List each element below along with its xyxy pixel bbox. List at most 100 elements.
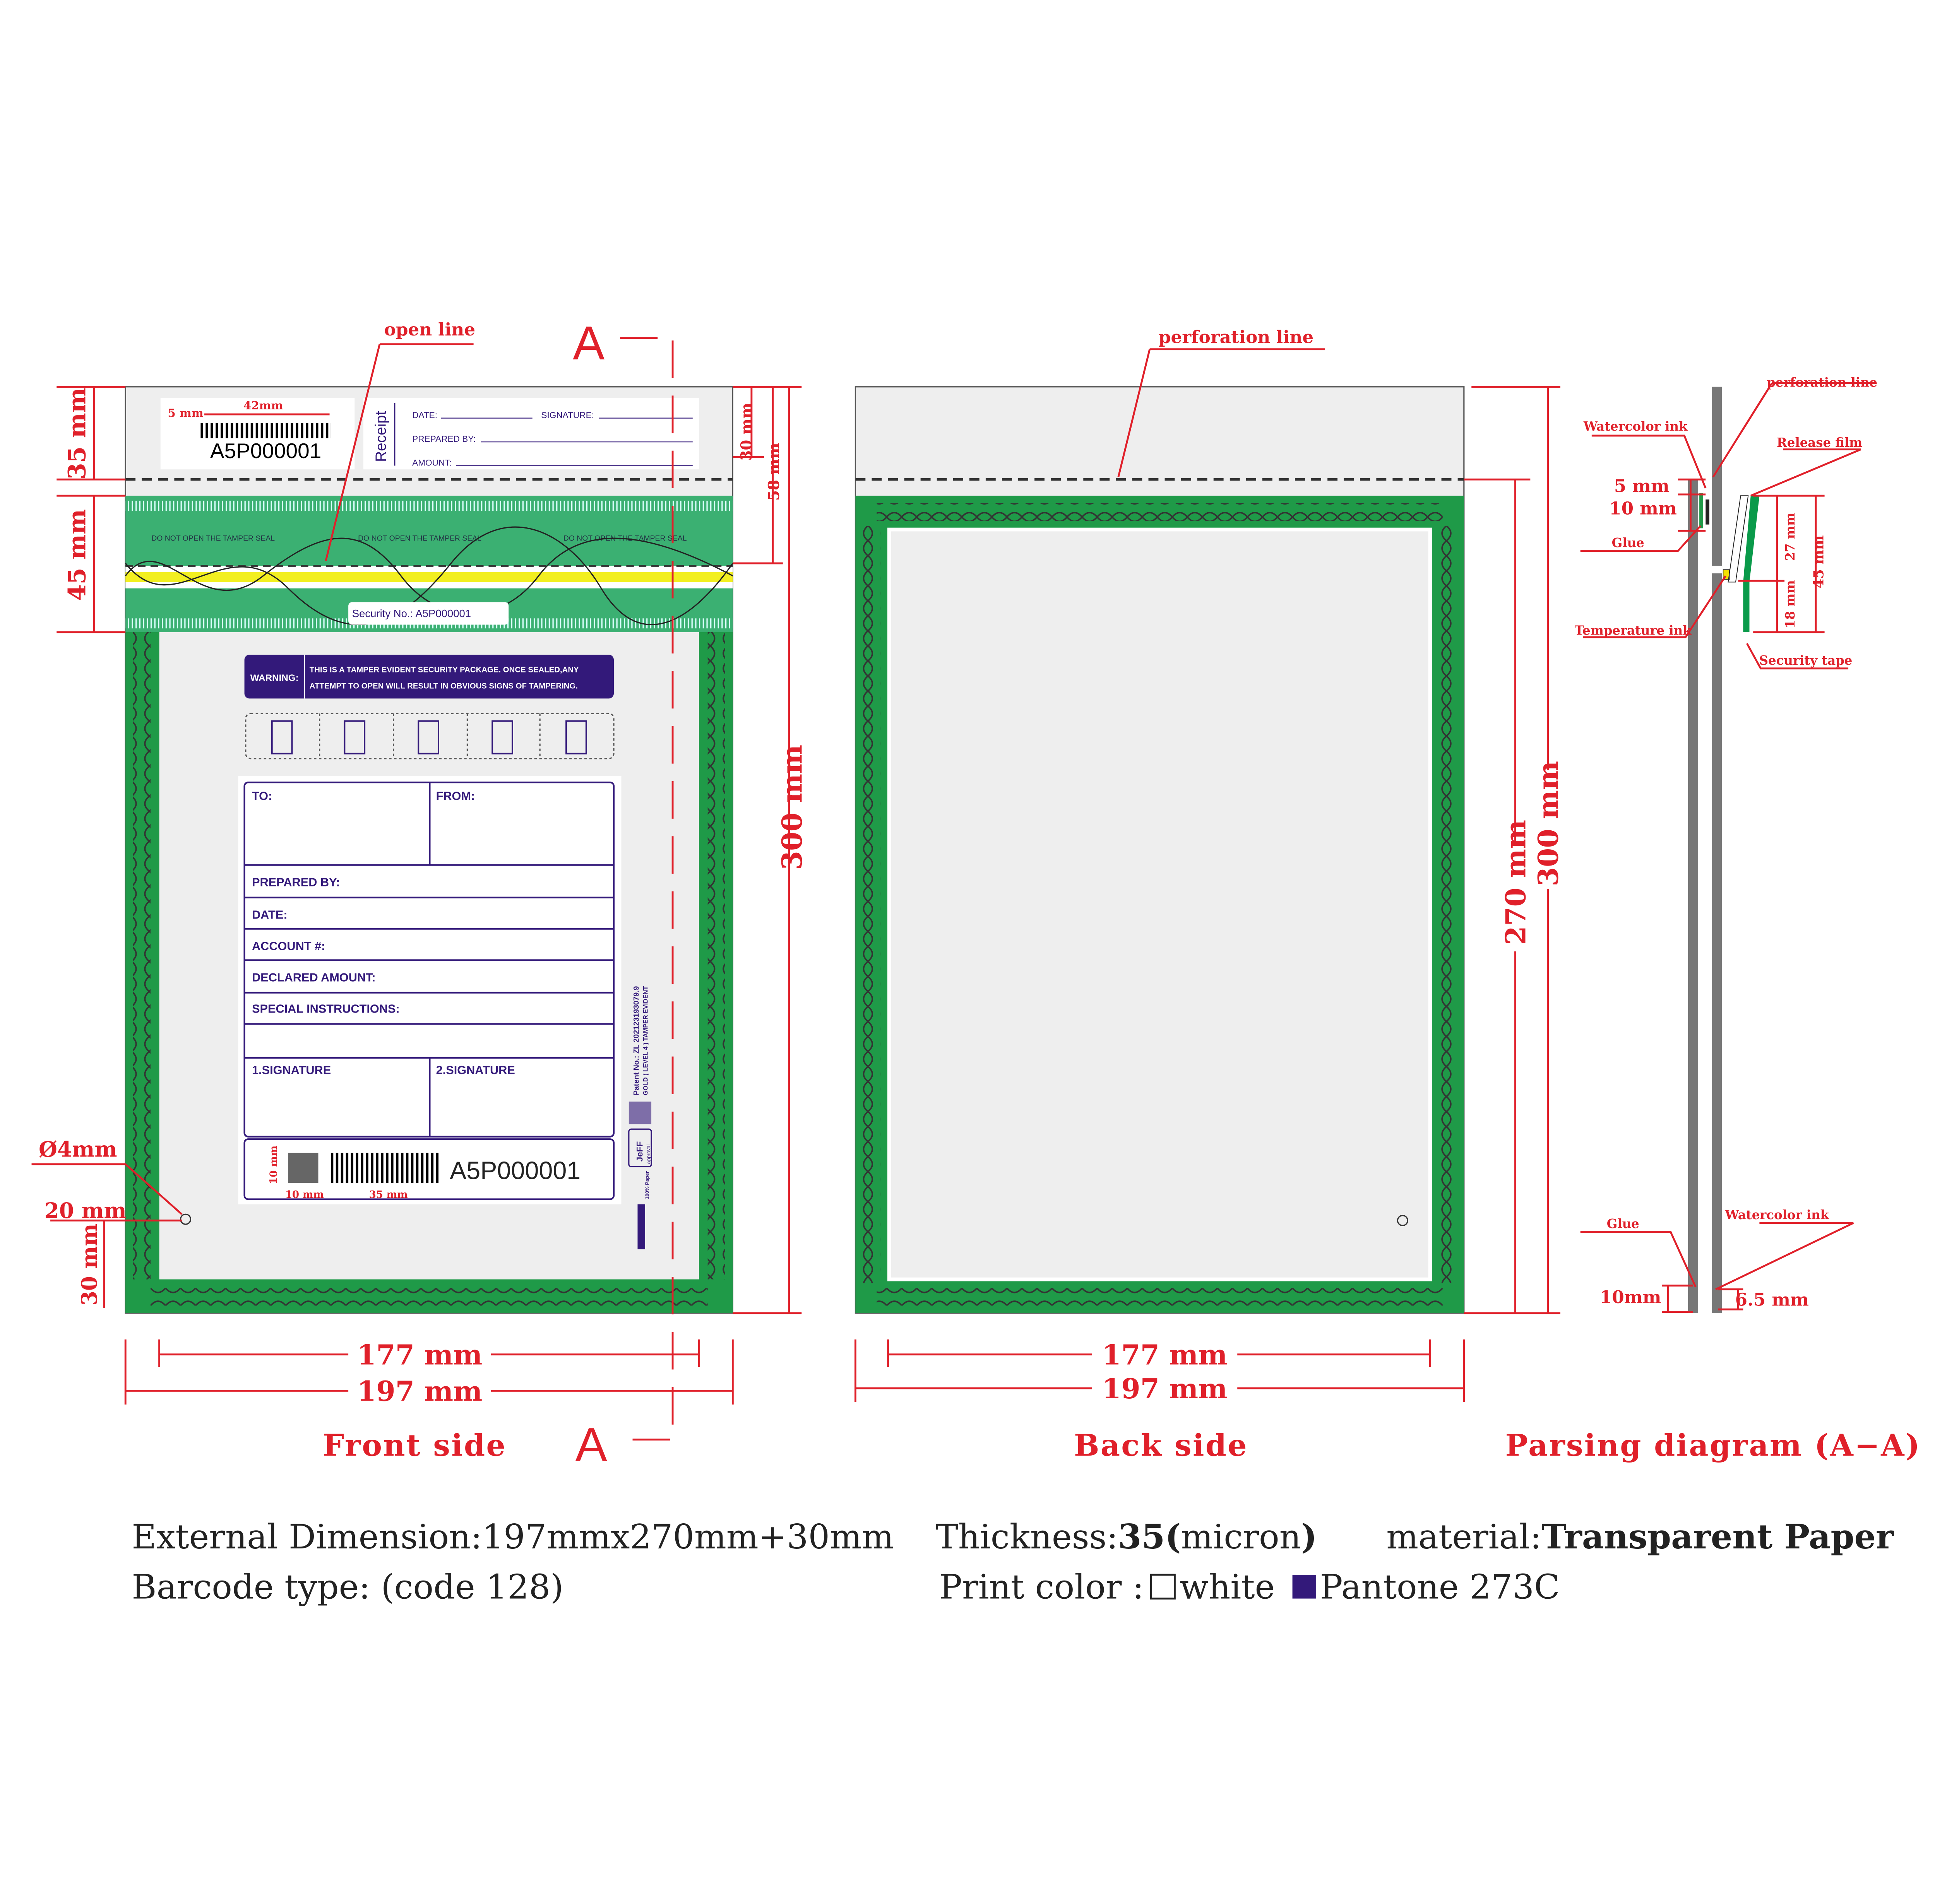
- warning-line-2: ATTEMPT TO OPEN WILL RESULT IN OBVIOUS S…: [310, 682, 578, 690]
- dim-10mm-v: 10 mm: [268, 1146, 280, 1184]
- special-instructions-field: SPECIAL INSTRUCTIONS:: [252, 1002, 400, 1015]
- dim-30mm-bottom: 30 mm: [77, 1223, 102, 1305]
- paper-text: 100% Paper: [644, 1171, 650, 1199]
- insert-step-icon: [344, 720, 366, 754]
- dim-20mm: 20 mm: [45, 1198, 127, 1223]
- receipt-form: [363, 398, 699, 470]
- jeff-logo: [628, 1128, 652, 1167]
- dim-177mm-back: 177 mm: [1102, 1339, 1228, 1371]
- dim-27mm: 27 mm: [1783, 513, 1798, 561]
- receipt-prepared-label: PREPARED BY:: [412, 434, 476, 444]
- thickness-value: 35(: [1118, 1517, 1181, 1557]
- back-side-title: Back side: [1074, 1428, 1248, 1463]
- guilloche-wave: [125, 537, 733, 614]
- back-perforation-label: perforation line: [1159, 326, 1313, 347]
- dim-35mm: 35 mm: [369, 1189, 408, 1201]
- color-bar: [637, 1204, 645, 1249]
- jeff-text: JeFF: [635, 1141, 644, 1162]
- hang-hole: [180, 1213, 192, 1225]
- open-line-label: open line: [384, 319, 476, 340]
- dim-45mm-band: 45 mm: [63, 509, 91, 601]
- instruction-icons: [245, 713, 615, 760]
- from-field: FROM:: [436, 789, 475, 802]
- dim-10mm-h: 10 mm: [285, 1189, 324, 1201]
- barcode: [200, 423, 331, 438]
- signature-2-field: 2.SIGNATURE: [436, 1063, 515, 1077]
- dim-177mm-front: 177 mm: [357, 1339, 483, 1371]
- temperature-ink-label: Temperature ink: [1575, 623, 1692, 638]
- to-field: TO:: [252, 789, 272, 802]
- approval-text: Approval: [646, 1144, 651, 1164]
- security-number: Security No.: A5P000001: [352, 607, 471, 619]
- white-color: white: [1180, 1567, 1275, 1607]
- external-dimension: External Dimension:197mmx270mm+30mm: [132, 1517, 894, 1557]
- dim-197mm-front: 197 mm: [357, 1375, 483, 1407]
- signature-1-field: 1.SIGNATURE: [252, 1063, 331, 1077]
- grade-text: GOLD ( LEVEL 4 ) TAMPER EVIDENT: [642, 986, 649, 1095]
- warning-box: [244, 655, 614, 699]
- security-tape-label: Security tape: [1759, 653, 1853, 668]
- peel-step-icon: [418, 720, 439, 754]
- dim-10mm-bottom: 10mm: [1600, 1286, 1661, 1307]
- material-value: Transparent Paper: [1541, 1517, 1894, 1557]
- print-color-label: Print color :: [939, 1567, 1144, 1607]
- tear-step-icon: [565, 720, 587, 754]
- front-layer-lower: [1712, 573, 1722, 1313]
- thickness: Thickness:35(micron): [935, 1517, 1317, 1557]
- form-serial: A5P000001: [450, 1156, 580, 1185]
- receipt-date-label: DATE:: [412, 411, 437, 420]
- back-window: [887, 527, 1432, 1281]
- back-side: perforation line 270 mm 300 mm 177 mm 19…: [854, 326, 1564, 1463]
- release-film-label: Release film: [1777, 435, 1862, 450]
- specifications: External Dimension:197mmx270mm+30mm Thic…: [132, 1517, 1894, 1606]
- watercolor-ink-label: Watercolor ink: [1583, 419, 1688, 434]
- qr-small: [628, 1102, 652, 1124]
- receipt-amount-label: AMOUNT:: [412, 458, 452, 468]
- dim-300mm-back: 300 mm: [1532, 761, 1564, 886]
- material-label: material:: [1386, 1517, 1541, 1557]
- dim-18mm: 18 mm: [1783, 580, 1798, 628]
- dim-5mm: 5 mm: [168, 406, 204, 419]
- dim-35mm-top: 35 mm: [63, 388, 91, 479]
- barcode-type: Barcode type: (code 128): [132, 1567, 563, 1607]
- pantone-swatch: [1292, 1575, 1317, 1599]
- parsing-title: Parsing diagram (A−A): [1505, 1428, 1921, 1463]
- back-hang-hole: [1397, 1215, 1408, 1227]
- receipt-signature-label: SIGNATURE:: [541, 411, 594, 420]
- back-layer: [1688, 479, 1698, 1313]
- account-field: ACCOUNT #:: [252, 939, 325, 953]
- prepared-by-field: PREPARED BY:: [252, 876, 340, 889]
- patent-number: Patent No.: ZL 202123193079.9: [632, 986, 641, 1095]
- receipt-serial: A5P000001: [210, 439, 322, 463]
- qr-code: [288, 1153, 319, 1183]
- dim-300mm-front: 300 mm: [776, 745, 808, 870]
- release-film: [1728, 495, 1749, 583]
- form-barcode: [330, 1153, 441, 1183]
- seal-text-2: DO NOT OPEN THE TAMPER SEAL: [358, 534, 481, 543]
- dim-6-5mm: 6.5 mm: [1735, 1289, 1809, 1310]
- dim-30mm-right: 30 mm: [738, 403, 755, 461]
- section-mark-bottom: A: [575, 1418, 607, 1471]
- front-side: A5P000001 42mm 5 mm Receipt DATE: SIGNAT…: [31, 317, 808, 1471]
- section-mark-top: A: [573, 317, 604, 370]
- glue-label: Glue: [1612, 535, 1644, 550]
- front-side-title: Front side: [323, 1428, 507, 1463]
- declared-amount-field: DECLARED AMOUNT:: [252, 971, 376, 984]
- dim-5mm-parsing: 5 mm: [1614, 476, 1670, 496]
- parsing-diagram: perforation line Watercolor ink Release …: [1505, 375, 1921, 1463]
- material: material:Transparent Paper: [1386, 1517, 1894, 1557]
- sign-step-icon: [271, 720, 293, 754]
- pantone-color: Pantone 273C: [1320, 1567, 1560, 1607]
- section-line-a: [620, 337, 674, 1441]
- receipt-label: Receipt: [373, 411, 389, 462]
- dim-42mm: 42mm: [243, 399, 283, 412]
- seal-text-1: DO NOT OPEN THE TAMPER SEAL: [151, 534, 275, 543]
- dim-197mm-back: 197 mm: [1102, 1372, 1228, 1405]
- dim-10mm-parsing: 10 mm: [1609, 498, 1677, 519]
- white-swatch: [1150, 1574, 1176, 1599]
- glue-label-bottom: Glue: [1607, 1216, 1639, 1231]
- dim-270mm: 270 mm: [1499, 820, 1532, 945]
- dim-58mm: 58 mm: [765, 443, 783, 501]
- warning-label: WARNING:: [250, 673, 299, 683]
